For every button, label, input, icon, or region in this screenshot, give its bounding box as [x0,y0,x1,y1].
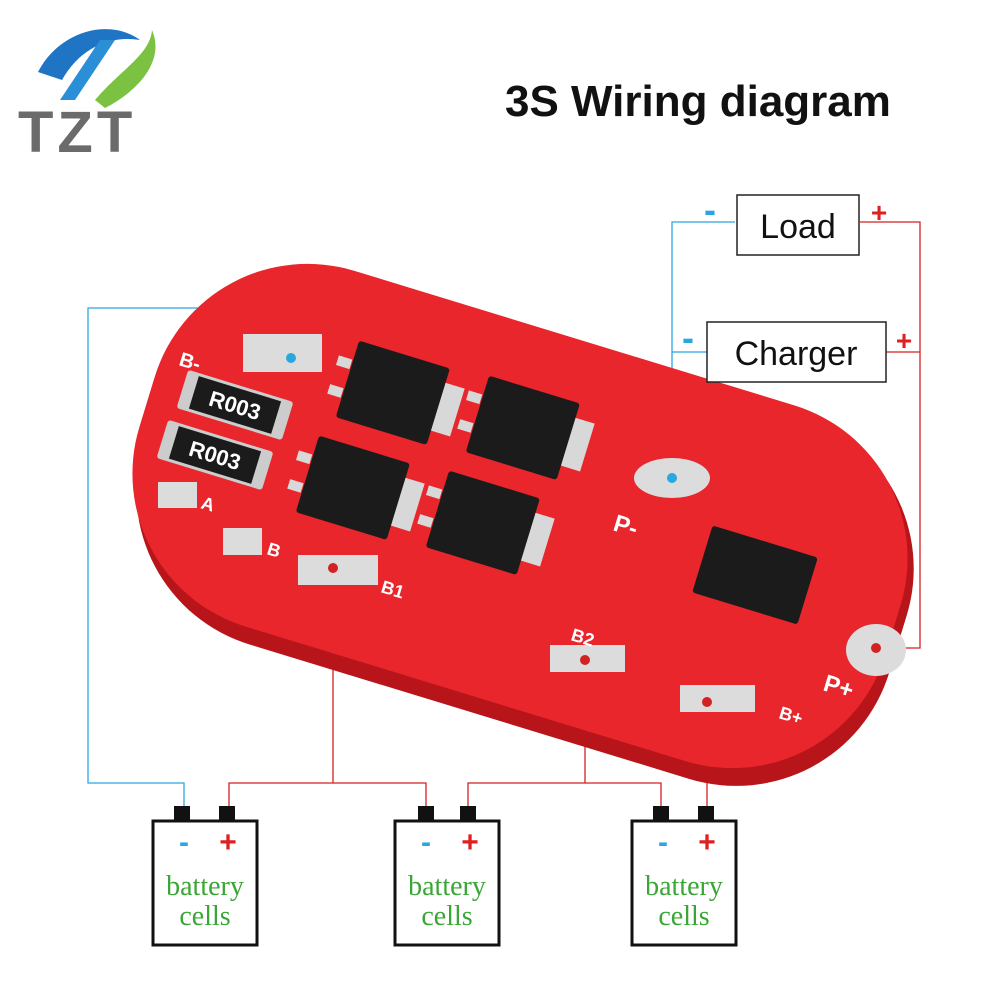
p-minus-dot [667,473,677,483]
mosfets [287,341,595,575]
battery-cell-1-line1: battery [166,871,244,902]
battery-cell-3-line2: cells [658,901,709,932]
mosfet-3 [287,436,425,540]
pad-b1 [298,555,378,585]
charger-box-frame [706,321,887,383]
battery-cell-3-plus: + [698,826,716,859]
battery-cell-1-plus: + [219,826,237,859]
b-plus-dot [702,697,712,707]
wire-b1 [228,568,334,808]
pad-b-minus [243,334,322,372]
load-plus: + [871,197,887,228]
pad-b-plus [680,685,755,712]
logo-swoosh-blue-icon [38,29,140,80]
load-minus: - [704,189,716,230]
logo-text: TZT [18,100,136,165]
b2-dot [580,655,590,665]
battery-cell-2: - + battery cells [393,806,501,947]
charger-box: Charger - + [682,317,912,383]
tzt-logo: TZT [18,29,156,165]
battery-cell-3-body [630,819,738,947]
charger-plus: + [896,325,912,356]
label-a: A [199,493,217,516]
label-b: B [265,539,283,562]
b1-dot [328,563,338,573]
p-plus-dot [871,643,881,653]
charger-minus: - [682,317,694,358]
mosfet-1 [327,341,465,445]
page-title: 3S Wiring diagram [505,77,891,126]
b-minus-dot [286,353,296,363]
load-label: Load [760,208,836,246]
battery-cell-1-line2: cells [179,901,230,932]
logo-swoosh-green-icon [95,30,156,108]
protection-ic [692,526,818,624]
resistor-1: R003 [177,370,293,440]
bms-board: R003 R003 [132,263,914,786]
battery-cell-1-body [151,819,259,947]
mosfet-4 [417,471,555,575]
battery-cell-2-line1: battery [408,871,486,902]
battery-cell-2-plus: + [461,826,479,859]
battery-cell-1: - + battery cells [151,806,259,947]
mosfet-2 [457,376,595,480]
load-box-frame [736,194,860,256]
wire-b2-cell3 [585,782,662,808]
logo-swoosh-blue2-icon [60,40,115,100]
battery-cell-3-line1: battery [645,871,723,902]
battery-cell-2-minus: - [421,826,431,859]
battery-cell-3: - + battery cells [630,806,738,947]
pad-a [158,482,197,508]
battery-cell-2-body [393,819,501,947]
battery-cell-2-line2: cells [421,901,472,932]
pad-b [223,528,262,555]
battery-cell-1-minus: - [179,826,189,859]
resistor-2: R003 [157,420,273,490]
charger-label: Charger [735,335,858,373]
load-box: Load - + [704,189,887,256]
battery-cell-3-minus: - [658,826,668,859]
wire-b1-cell2 [333,782,427,808]
